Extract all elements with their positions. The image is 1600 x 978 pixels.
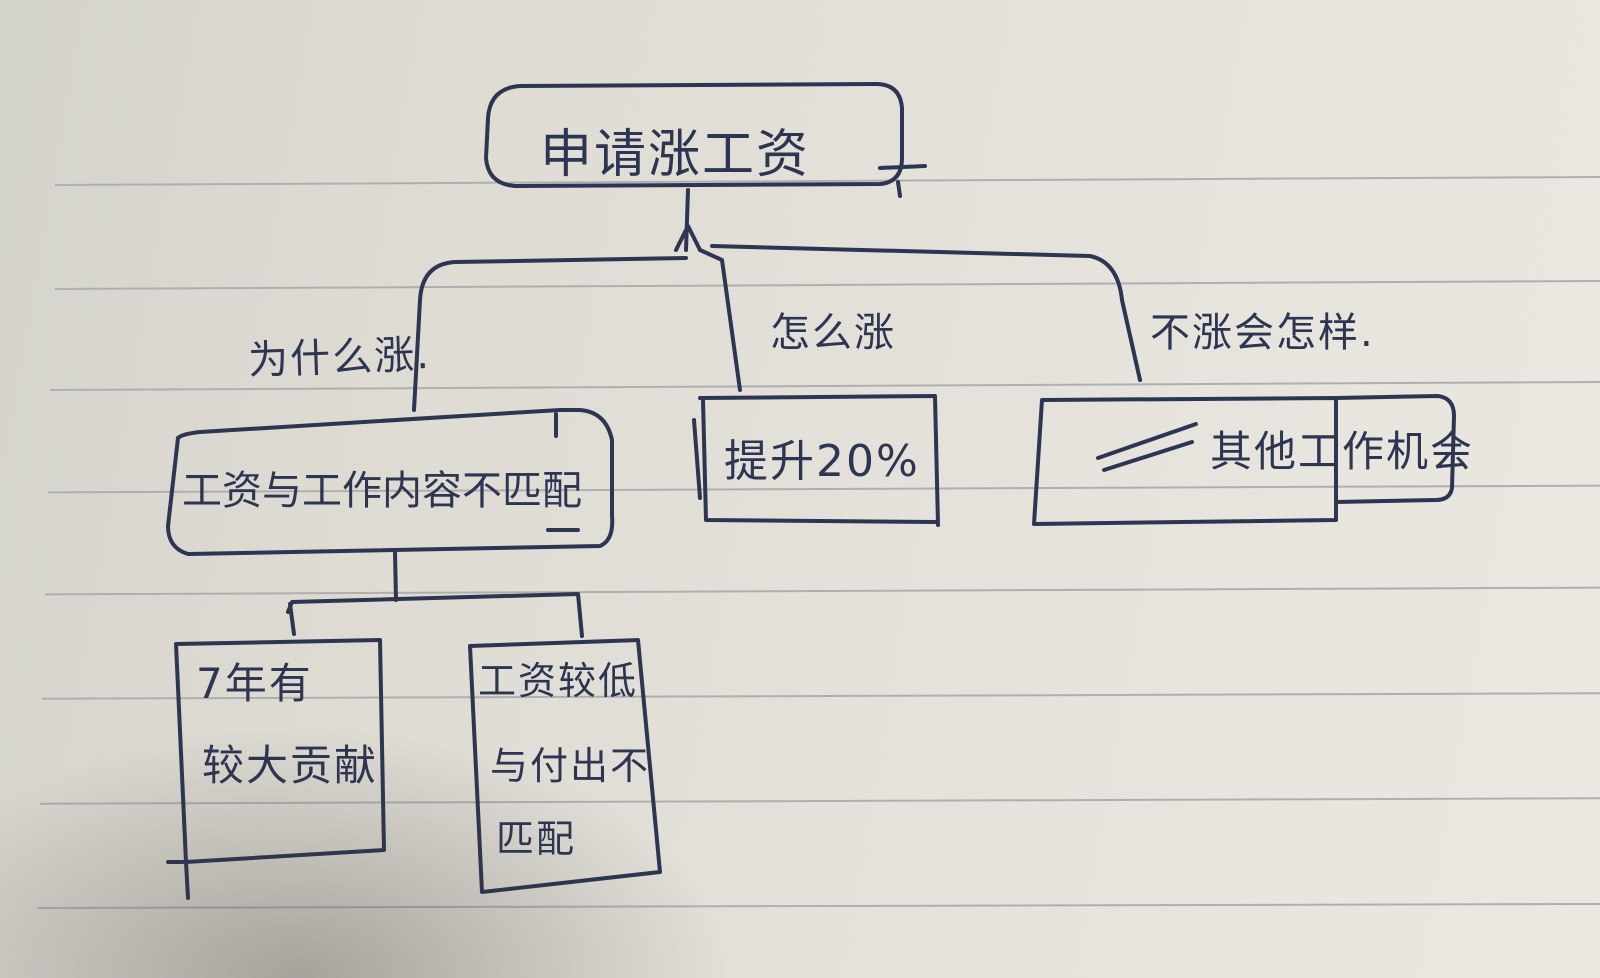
how-answer-box-tick	[692, 418, 702, 500]
connector-sub-trunk	[393, 550, 398, 602]
contribution-box-tick	[166, 860, 190, 900]
otherwise-answer-label: 其他工作机会	[1210, 427, 1475, 476]
otherwise-strike	[1096, 422, 1198, 472]
root-box-tick	[896, 180, 902, 198]
otherwise-answer-box-extension	[1334, 394, 1456, 504]
connector-why	[412, 256, 688, 412]
mismatch-line-3: 匹配	[496, 817, 577, 861]
connector-root-arrow	[674, 224, 702, 252]
contribution-line-1: 7年有	[196, 659, 313, 708]
connector-sub-bar	[286, 592, 584, 638]
edge-label-how: 怎么涨	[770, 310, 896, 356]
root-box	[484, 82, 904, 188]
connector-otherwise	[710, 244, 1142, 382]
otherwise-answer-box	[1032, 396, 1338, 526]
why-answer-box	[166, 408, 615, 556]
why-answer-box-inner	[546, 412, 580, 532]
root-box-tick	[878, 164, 927, 170]
contribution-line-2: 较大贡献	[202, 741, 379, 790]
connector-how	[698, 248, 742, 392]
connector-root-trunk	[684, 188, 690, 252]
mismatch-box	[468, 638, 662, 894]
connector-sub-left	[288, 602, 296, 636]
mismatch-line-2: 与付出不	[490, 744, 651, 788]
edge-label-otherwise: 不涨会怎样.	[1150, 310, 1375, 356]
edge-label-why: 为什么涨.	[247, 331, 432, 385]
mismatch-line-1: 工资较低	[478, 659, 639, 703]
contribution-box	[174, 638, 386, 864]
how-answer-box	[698, 394, 940, 527]
how-answer-label: 提升20%	[724, 436, 920, 487]
why-answer-label: 工资与工作内容不匹配	[182, 468, 582, 514]
root-label: 申请涨工资	[540, 125, 811, 185]
